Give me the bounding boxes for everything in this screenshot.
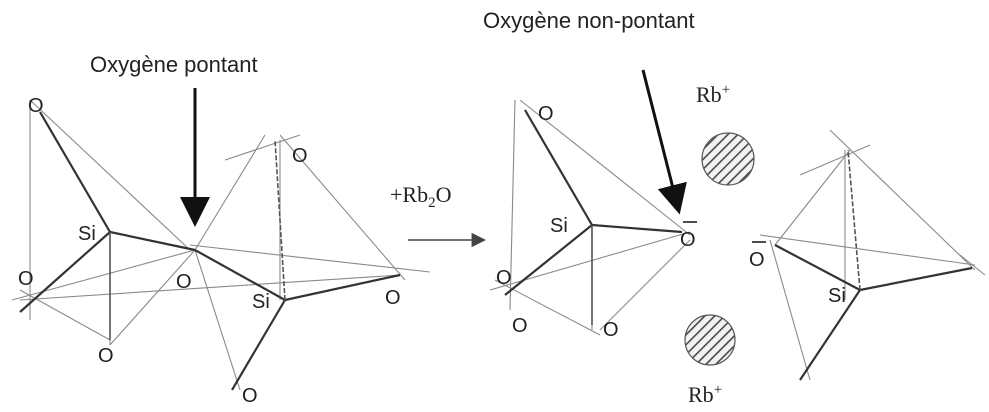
bridging-oxygen-label: Oxygène pontant xyxy=(90,52,258,77)
left-silicon-1: Si xyxy=(78,223,96,245)
left-oxygen-right: O xyxy=(385,287,401,309)
non-bridging-oxygen-1: O xyxy=(680,221,697,251)
left-oxygen-lower: O xyxy=(242,385,258,407)
reaction-label: +Rb2O xyxy=(390,182,451,211)
right-silicon-1: Si xyxy=(550,215,568,237)
left-oxygen-bottom: O xyxy=(98,345,114,367)
svg-text:O: O xyxy=(680,229,696,251)
non-bridging-oxygen-arrow xyxy=(641,69,687,215)
right-oxygen-left: O xyxy=(496,267,512,289)
svg-text:O: O xyxy=(749,249,765,271)
left-oxygen-top: O xyxy=(28,95,44,117)
rb-label-bottom: Rb+ xyxy=(688,382,722,407)
left-tetrahedra xyxy=(11,99,431,391)
left-silicon-2: Si xyxy=(252,291,270,313)
rb-label-top: Rb+ xyxy=(696,82,730,107)
non-bridging-oxygen-label: Oxygène non-pontant xyxy=(483,8,695,33)
left-oxygen-upper-right: O xyxy=(292,145,308,167)
left-oxygen-left: O xyxy=(18,268,34,290)
non-bridging-oxygen-2: O xyxy=(749,241,766,271)
svg-text:+Rb2O: +Rb2O xyxy=(390,182,451,211)
right-oxygen-bottom-1: O xyxy=(512,315,528,337)
rb-ion-bottom xyxy=(684,314,736,366)
right-oxygen-bottom-2: O xyxy=(603,319,619,341)
left-oxygen-bridging: O xyxy=(176,271,192,293)
right-oxygen-top: O xyxy=(538,103,554,125)
right-silicon-2: Si xyxy=(828,285,846,307)
rb-ion-top xyxy=(701,132,755,186)
